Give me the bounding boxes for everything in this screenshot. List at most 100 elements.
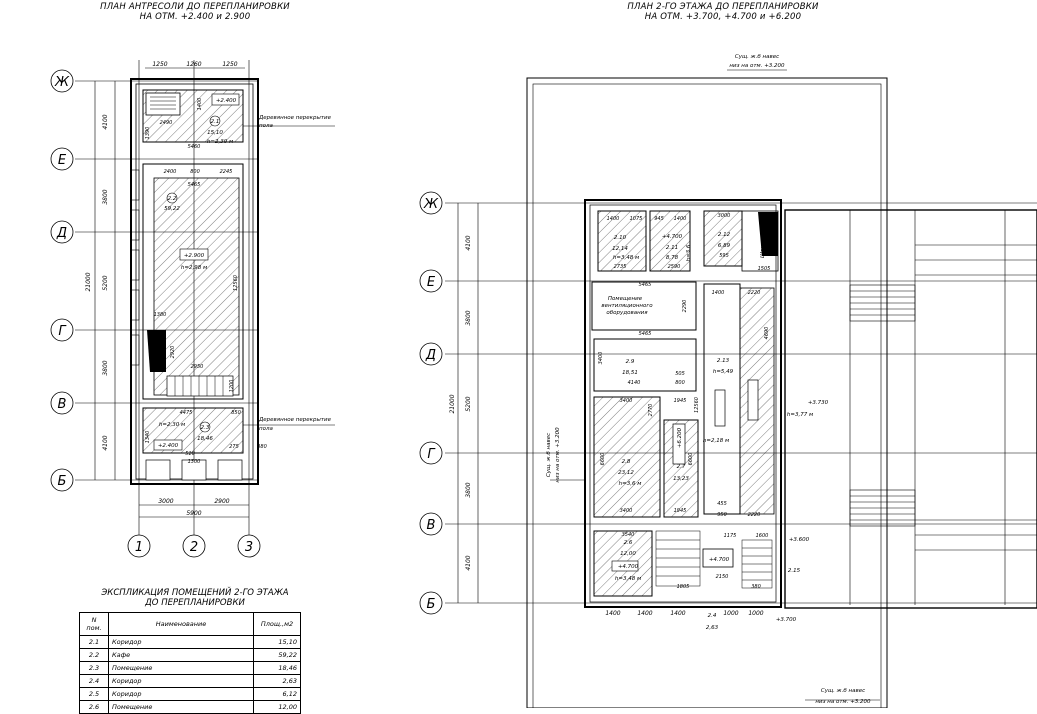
right-inner-dim: 1400: [674, 216, 687, 222]
vent-room: [591, 281, 697, 331]
right-inner-dim: 3400: [620, 398, 633, 404]
left-inner-dim: 380: [257, 444, 267, 450]
existing-canopy-outline: [526, 77, 888, 708]
room-2-11-no: 2.11: [666, 245, 678, 251]
right-inner-dim: 3000: [718, 213, 731, 219]
right-dim-bottom-4: 1000: [723, 610, 738, 617]
right-inner-dim: 455: [717, 501, 727, 507]
right-inner-dim: 1805: [677, 584, 690, 590]
left-plan-title-line2: НА ОТМ. +2.400 и 2.900: [139, 12, 251, 22]
left-level-3: +2.400: [158, 443, 179, 449]
room-2-3-height: h=2,30 м: [159, 422, 185, 428]
right-inner-dim: 12560: [694, 397, 700, 413]
row-area: 59,22: [253, 648, 301, 662]
room-2-7-no: 2.7: [677, 464, 686, 470]
right-axis-label-zh: Ж: [423, 197, 439, 212]
left-inner-dim: 2400: [164, 169, 177, 175]
left-axis-bubble-b: [50, 468, 74, 492]
right-inner-dim: 1505: [758, 266, 771, 272]
left-inner-dim: 800: [190, 169, 200, 175]
left-dim-top-2: 1260: [186, 61, 201, 68]
left-dim-left-5: 4100: [102, 435, 109, 450]
room-2-12-area: 6,89: [718, 243, 731, 249]
left-inner-dim: 1390: [145, 127, 151, 140]
left-inner-dim: 850: [231, 410, 241, 416]
left-axis-label-g: Г: [58, 324, 67, 339]
right-inner-dim: 5465: [639, 331, 652, 337]
left-inner-dim: 5460: [188, 144, 201, 150]
explication-title-line2: ДО ПЕРЕПЛАНИРОВКИ: [145, 598, 245, 608]
right-inner-dim: 2150: [716, 574, 729, 580]
left-dim-left-1: 4100: [102, 114, 109, 129]
left-axis-label-1: 1: [135, 540, 143, 555]
room-2-15-no: 2.15: [788, 568, 801, 574]
right-axis-bubble-v: [419, 512, 443, 536]
room-2-6-area: 12,00: [620, 551, 636, 557]
right-axis-bubble-g: [419, 441, 443, 465]
right-axis-label-d: Д: [425, 348, 436, 363]
room-2-2-no: 2.2: [168, 196, 177, 202]
room-2-10-height: h=3,48 м: [613, 255, 639, 261]
left-inner-dim: 2920: [170, 346, 176, 359]
room-2-6-no: 2.6: [624, 540, 633, 546]
table-row: 2.4 Коридор 2,63: [79, 674, 301, 688]
right-inner-dim: 1945: [674, 508, 687, 514]
room-2-9-no: 2.9: [626, 359, 635, 365]
left-inner-dim: 12560: [233, 275, 239, 291]
explication-title: ЭКСПЛИКАЦИЯ ПОМЕЩЕНИЙ 2-ГО ЭТАЖА ДО ПЕРЕ…: [80, 588, 310, 608]
right-inner-dim: 4140: [628, 380, 641, 386]
left-inner-dim: 1380: [154, 312, 167, 318]
room-2-2-area: 59,22: [164, 206, 180, 212]
right-dim-left-3: 5200: [465, 396, 472, 411]
left-axis-label-zh: Ж: [54, 75, 70, 90]
right-level-7: +3.700: [776, 617, 797, 623]
right-dim-left-1: 4100: [465, 235, 472, 250]
row-number: 2.1: [79, 635, 109, 649]
table-row: 2.3 Помещение 18,46: [79, 661, 301, 675]
table-row: 2.1 Коридор 15,10: [79, 635, 301, 649]
row-area: 18,46: [253, 661, 301, 675]
vent-room-label-3: оборудования: [606, 310, 648, 316]
right-dim-bottom-3: 1400: [670, 610, 685, 617]
explication-header-number: N пом.: [79, 612, 109, 636]
right-level-5: +3.730: [808, 400, 829, 406]
right-axis-bubble-e: [419, 269, 443, 293]
room-2-3-area: 18,46: [197, 436, 213, 442]
right-level-3: +3.600: [789, 537, 810, 543]
right-inner-dim: 2770: [648, 404, 654, 417]
left-axis-bubbles: [50, 69, 261, 558]
right-axis-bubbles: [419, 191, 443, 615]
room-2-1-area: 15,10: [207, 130, 223, 136]
row-area: 12,00: [253, 700, 301, 714]
row-number: 2.6: [79, 700, 109, 714]
left-plan-title: ПЛАН АНТРЕСОЛИ ДО ПЕРЕПЛАНИРОВКИ НА ОТМ.…: [95, 2, 295, 22]
hall-right: [784, 209, 1037, 609]
left-axis-bubble-zh: [50, 69, 74, 93]
room-2-2: [142, 163, 244, 400]
right-inner-dim: 6600: [688, 453, 694, 466]
room-2-4-no: 2.4: [708, 613, 717, 619]
room-2-12-no: 2.12: [718, 232, 731, 238]
left-inner-dim: 510: [185, 451, 195, 457]
left-dim-left-4: 3800: [102, 360, 109, 375]
room-2-8-no: 2.8: [622, 459, 631, 465]
left-inner-dim: 275: [229, 444, 239, 450]
left-axis-bubble-1: [127, 534, 151, 558]
right-dim-left-4: 3800: [465, 482, 472, 497]
explication-title-line1: ЭКСПЛИКАЦИЯ ПОМЕЩЕНИЙ 2-ГО ЭТАЖА: [101, 588, 289, 598]
right-inner-dim: 380: [751, 584, 761, 590]
left-dim-bottom-1: 3000: [158, 498, 173, 505]
left-note-2-line2: пола: [259, 426, 273, 432]
canopy-top-line1: Сущ. ж.б навес: [735, 54, 779, 60]
left-inner-dim: 2950: [191, 364, 204, 370]
right-inner-dim: 1075: [630, 216, 643, 222]
row-name: Коридор: [108, 635, 254, 649]
right-inner-dim: 1400: [712, 290, 725, 296]
right-plan: Ж Е Д Г В Б 4100 3800 5200 3800 4100 210…: [419, 54, 1037, 708]
canopy-bottom-line1: Сущ. ж.б навес: [821, 688, 865, 694]
right-dim-bottom-2: 1400: [637, 610, 652, 617]
right-level-6: +4.700: [709, 557, 730, 563]
corridor-height: h=2,18 м: [703, 438, 729, 444]
left-axis-label-b: Б: [58, 474, 67, 489]
right-dim-left-5: 4100: [465, 555, 472, 570]
